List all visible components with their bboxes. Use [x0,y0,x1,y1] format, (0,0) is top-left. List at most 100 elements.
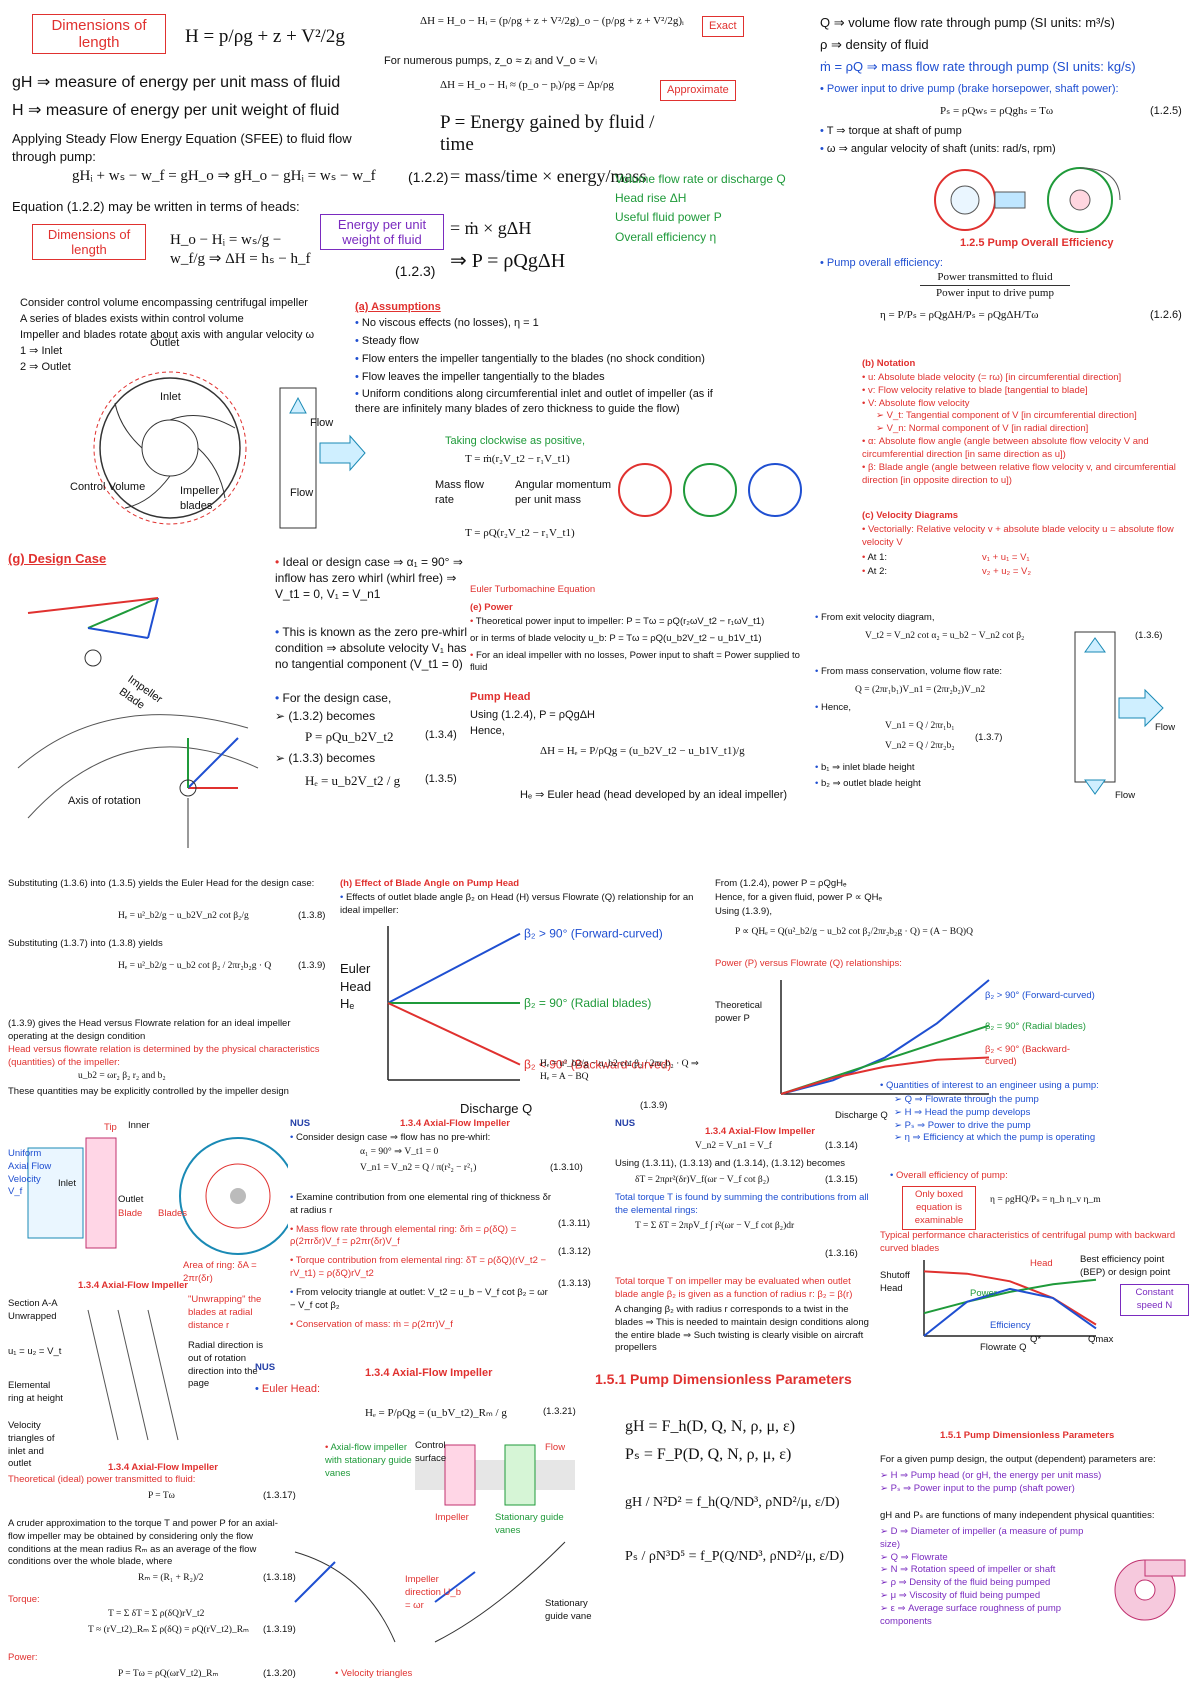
axial-power-eq-2-number: (1.3.20) [263,1668,296,1679]
rm-eq-number: (1.3.18) [263,1572,296,1583]
sec-axial-diagram: Tip Inner Uniform Axial Flow Velocity V_… [8,1118,288,1284]
notation-item: β: Blade angle (angle between relative f… [862,462,1190,488]
axial2-total: Total torque T is found by summing the c… [615,1192,869,1216]
params-dep-list: H ⇒ Pump head (or gH, the energy per uni… [880,1470,1190,1496]
power-hence-text: Hence, for a given fluid, power P ∝ QHₑ [715,892,882,903]
axial-blades-label: Blades [158,1208,188,1219]
eq-138: Hₑ = u²_b2/g − u_b2V_n2 cot β₂/g [118,911,249,921]
axial1-item: Examine contribution from one elemental … [290,1192,555,1218]
impeller-label: Impeller [435,1512,469,1523]
series-line-2 [780,1056,990,1095]
gh-definition: gH ⇒ measure of energy per unit mass of … [12,74,341,91]
axial-power-eq: P = Tω [148,1491,175,1501]
axial-euler-eq: Hₑ = P/ρQg = (u_bV_t2)_Rₘ / g [365,1407,507,1419]
assumption-item: Flow enters the impeller tangentially to… [355,352,725,367]
q-max-label: Qmax [1088,1334,1114,1345]
sec-dimensionless-params: 1.5.1 Pump Dimensionless Parameters For … [880,1430,1195,1692]
axial-inlet-label: Inlet [58,1178,76,1189]
notation-item: V_t: Tangential component of V [in circu… [862,410,1190,423]
at1-eq: v₁ + u₁ = V₁ [982,552,1030,563]
params-indep-list: D ⇒ Diameter of impeller (a measure of p… [880,1526,1100,1629]
sec-power-definition: ΔH = H_o − Hᵢ = (p/ρg + z + V²/2g)_o − (… [384,8,786,288]
efficiency-title: 1.2.5 Pump Overall Efficiency [960,237,1114,249]
pump-head-text: Using (1.2.4), P = ρQgΔH [470,709,595,721]
sec-axial-flow-1: NUS 1.3.4 Axial-Flow Impeller Consider d… [290,1118,610,1358]
tip-label: Tip [104,1122,117,1133]
eq-126-number: (1.2.6) [1150,309,1182,321]
indep-item: N ⇒ Rotation speed of impeller or shaft [880,1564,1100,1577]
power-eq: P ∝ QHₑ = Q(u²_b2/g − u_b2 cot β₂/2πr₂b₂… [735,927,973,937]
sub1-text: Substituting (1.3.6) into (1.3.5) yields… [8,878,315,889]
euler-turbomachine-label: Euler Turbomachine Equation [470,584,596,595]
interest-list: Q ⇒ Flowrate through the pump H ⇒ Head t… [894,1094,1194,1145]
sec-axial-euler: NUS 1.3.4 Axial-Flow Impeller Euler Head… [255,1362,591,1692]
axial1-design: Consider design case ⇒ flow has no pre-w… [290,1132,490,1145]
eta-denominator: Power input to drive pump [936,286,1054,299]
outlet-label: 2 ⇒ Outlet [20,361,71,373]
params-title: 1.5.1 Pump Dimensionless Parameters [940,1430,1115,1441]
inner-label: Inner [128,1120,150,1131]
notation-list: u: Absolute blade velocity (= rω) [in ci… [862,372,1190,487]
blade-types-icons [618,463,802,517]
cv-text-2: A series of blades exists within control… [20,313,244,325]
dep-item: Pₛ ⇒ Power input to the pump (shaft powe… [880,1483,1190,1496]
axial-flow-label: Flow [545,1442,566,1453]
velocity-diagrams-title: (c) Velocity Diagrams [862,510,959,521]
eq-136: V_t2 = V_n2 cot α₂ = u_b2 − V_n2 cot β₂ [865,631,1025,641]
indep-item: μ ⇒ Viscosity of fluid being pumped [880,1590,1100,1603]
inlet-diagram-label: Inlet [160,391,181,403]
velocity-triangles-label: Velocity triangles [335,1668,412,1681]
axial2-note2: A changing β₂ with radius r corresponds … [615,1304,869,1354]
eq-122-number: (1.2.2) [408,169,449,185]
eq-mgdh: = ṁ × gΔH [450,218,532,238]
only-boxed-box: Only boxed equation is examinable [902,1186,976,1231]
axial2-eq2-number: (1.3.15) [825,1174,858,1185]
axial1-number-3: (1.3.13) [558,1278,591,1289]
numerous-text: For numerous pumps, z_o ≈ zᵢ and V_o ≈ V… [384,55,598,67]
sec-control-volume: Consider control volume encompassing cen… [10,296,370,546]
pump-casing-icon [1114,1559,1186,1621]
euler-head-text: Hₑ ⇒ Euler head (head developed by an id… [520,789,788,801]
power-definition: P = Energy gained by fluid / time [440,112,655,155]
power-item: For an ideal impeller with no losses, Po… [470,650,800,676]
notation-item: V_n: Normal component of V [in radial di… [862,423,1190,436]
q-definition: Q ⇒ volume flow rate through pump (SI un… [820,15,1115,30]
series-label-0: β₂ > 90° (Forward-curved) [524,927,663,941]
eq-q: Q = (2πr₁b₁)V_n1 = (2πr₂b₂)V_n2 [855,685,986,695]
zero-prewhirl-text: This is known as the zero pre-whirl cond… [275,624,470,673]
sec-power-chart: From (1.2.4), power P = ρQgHₑ Hence, for… [715,878,1195,1138]
ang-mom-label: Angular momentum per unit mass [515,479,611,506]
control-surface-label: Control surface [415,1440,447,1464]
axial-power-eq-2: P = Tω = ρQ(ωrV_t2)_Rₘ [118,1669,219,1679]
sec-blade-angle-chart: (h) Effect of Blade Angle on Pump Head E… [340,878,710,1118]
power-from-text: From (1.2.4), power P = ρQgHₑ [715,878,847,889]
control-volume-label: Control Volume [70,481,146,493]
series-label-1: β₂ = 90° (Radial blades) [524,996,651,1010]
head-flowrate-text: (1.3.9) gives the Head versus Flowrate r… [8,1018,291,1042]
axial-guide-vanes-text: Axial-flow impeller with stationary guid… [325,1442,415,1480]
axial1-number-1: (1.3.11) [558,1218,591,1229]
axial2-eq1: V_n2 = V_n1 = V_f [695,1141,772,1151]
axial2-eq2: δT = 2πρr²(δr)V_f(ωr − V_f cot β₂) [635,1175,770,1185]
flow-label: Flow [310,417,334,429]
chart3-xlabel: Flowrate Q [980,1342,1027,1353]
indep-item: Q ⇒ Flowrate [880,1552,1100,1565]
theoretical-power-text: Theoretical (ideal) power transmitted to… [8,1474,196,1485]
sec-power: Euler Turbomachine Equation (e) Power Th… [470,584,810,870]
eq-135-number: (1.3.5) [425,773,457,785]
power-input-text: Power input to drive pump (brake horsepo… [820,82,1119,97]
axial2-title: 1.3.4 Axial-Flow Impeller [705,1126,815,1137]
torque-equation: T = ṁ(r₂V_t2 − r₁V_t1) [465,453,570,465]
typical-text: Typical performance characteristics of c… [880,1230,1176,1254]
dimension-box-2: Dimensions of length [32,224,146,260]
rm-eq: Rₘ = (R₁ + R₂)/2 [138,1573,204,1583]
flow-label-2: Flow [290,487,314,499]
eq-137b: V_n2 = Q / 2πr₂b₂ [885,741,955,751]
axial1-eq1: α₁ = 90° ⇒ V_t1 = 0 [360,1147,439,1157]
interest-item: Pₛ ⇒ Power to drive the pump [894,1120,1194,1133]
notation-item: u: Absolute blade velocity (= rω) [in ci… [862,372,1190,385]
sec-design-case: (g) Design Case Impeller Blade Axis of r… [8,550,278,870]
dep-item: H ⇒ Pump head (or gH, the energy per uni… [880,1470,1190,1483]
flow-label-bottom: Flow [1115,790,1136,801]
chart1-equation: Hₑ = u²_b2/g − u_b2 cot β₂ / 2πr₂b₂ · Q … [540,1059,699,1082]
